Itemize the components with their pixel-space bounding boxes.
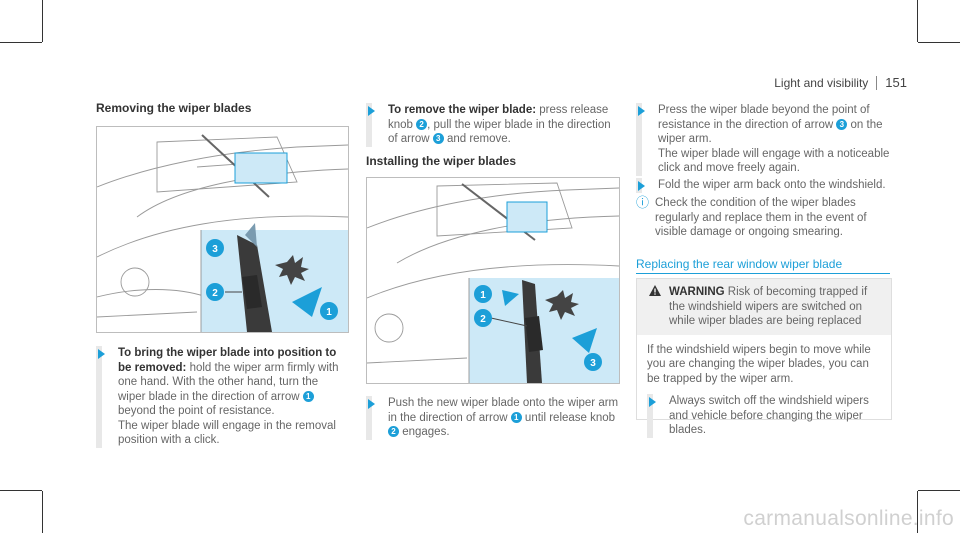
step-arrow-icon bbox=[638, 181, 645, 191]
warning-label: WARNING bbox=[669, 286, 725, 298]
warning-body: If the windshield wipers begin to move w… bbox=[647, 343, 871, 385]
subheading-rule bbox=[636, 273, 890, 274]
step-text: and remove. bbox=[443, 133, 511, 145]
figure-label: 2 bbox=[480, 314, 486, 325]
crop-mark bbox=[917, 491, 918, 533]
crop-mark bbox=[917, 0, 918, 42]
step-result: The wiper blade will engage in the remov… bbox=[118, 419, 336, 447]
arrow-badge: 1 bbox=[510, 411, 522, 423]
note-text: Check the condition of the wiper blades … bbox=[655, 197, 867, 238]
warning-box: WARNING Risk of becoming trapped if the … bbox=[636, 278, 892, 438]
step-text: Always switch off the windshield wipers … bbox=[669, 395, 869, 436]
step-arrow-icon bbox=[649, 397, 656, 407]
arrow-badge: 1 bbox=[302, 390, 314, 402]
warning-step: Always switch off the windshield wipers … bbox=[647, 394, 881, 438]
subheading-rear-wiper: Replacing the rear window wiper blade bbox=[636, 257, 843, 271]
step-arrow-icon bbox=[368, 399, 375, 409]
figure-label: 3 bbox=[590, 358, 596, 369]
section-name: Light and visibility bbox=[774, 76, 869, 90]
step-bar bbox=[647, 394, 653, 438]
step-heading: To remove the wiper blade: bbox=[388, 104, 537, 116]
step-bring-into-position: To bring the wiper blade into position t… bbox=[96, 346, 347, 448]
page-number: 151 bbox=[885, 75, 907, 90]
knob-badge: 2 bbox=[388, 426, 399, 437]
step-bar bbox=[366, 396, 372, 440]
crop-mark bbox=[42, 0, 43, 42]
crop-mark bbox=[42, 491, 43, 533]
step-arrow-icon bbox=[638, 106, 645, 116]
step-text: until release knob bbox=[521, 411, 616, 424]
figure-removing-wiper: 3 2 1 bbox=[96, 126, 349, 333]
warning-text: Risk of becoming trapped if the windshie… bbox=[669, 286, 868, 327]
section-title-installing: Installing the wiper blades bbox=[366, 154, 517, 168]
step-bar bbox=[366, 103, 372, 147]
figure-label: 1 bbox=[480, 290, 486, 301]
step-text: , pull the wiper blade in the direction … bbox=[388, 118, 611, 146]
step-text: engages. bbox=[399, 426, 450, 438]
step-text: on the wiper arm. bbox=[658, 118, 883, 146]
figure-label: 2 bbox=[212, 288, 218, 299]
arrow-badge: 3 bbox=[836, 118, 848, 130]
step-text: hold the wiper arm firmly with one hand.… bbox=[118, 361, 339, 403]
crop-mark bbox=[918, 490, 960, 491]
step-bar bbox=[636, 103, 642, 176]
step-fold-arm: Fold the wiper arm back onto the windshi… bbox=[636, 178, 890, 193]
step-text: Press the wiper blade beyond the point o… bbox=[658, 104, 870, 131]
crop-mark bbox=[0, 490, 42, 491]
step-push-new-blade: Push the new wiper blade onto the wiper … bbox=[366, 396, 620, 440]
step-result: The wiper blade will engage with a notic… bbox=[658, 147, 890, 175]
step-remove-blade: To remove the wiper blade: press release… bbox=[366, 103, 620, 147]
step-press-blade: Press the wiper blade beyond the point o… bbox=[636, 103, 890, 176]
figure-label: 3 bbox=[212, 244, 218, 255]
step-text: Push the new wiper blade onto the wiper … bbox=[388, 397, 619, 424]
arrow-badge: 3 bbox=[432, 133, 444, 144]
step-text: press release knob bbox=[388, 104, 609, 131]
warning-icon bbox=[649, 285, 661, 296]
figure-installing-wiper: 1 2 3 bbox=[366, 177, 620, 384]
crop-mark bbox=[918, 42, 960, 43]
info-icon: ⓘ bbox=[636, 195, 650, 210]
note-check-condition: ⓘ Check the condition of the wiper blade… bbox=[636, 195, 890, 240]
step-heading: To bring the wiper blade into position t… bbox=[118, 347, 337, 374]
watermark: carmanualsonline.info bbox=[743, 507, 954, 530]
page-header: Light and visibility 151 bbox=[774, 75, 907, 90]
header-divider bbox=[876, 76, 878, 90]
figure-label: 1 bbox=[326, 307, 332, 318]
step-arrow-icon bbox=[368, 106, 375, 116]
section-title-removing: Removing the wiper blades bbox=[96, 101, 252, 115]
knob-badge: 2 bbox=[416, 118, 428, 130]
step-text: beyond the point of resistance. bbox=[118, 405, 275, 417]
crop-mark bbox=[0, 42, 42, 43]
step-arrow-icon bbox=[98, 349, 105, 359]
warning-header: WARNING Risk of becoming trapped if the … bbox=[637, 279, 891, 335]
step-text: Fold the wiper arm back onto the windshi… bbox=[658, 179, 886, 191]
step-bar bbox=[96, 346, 102, 448]
